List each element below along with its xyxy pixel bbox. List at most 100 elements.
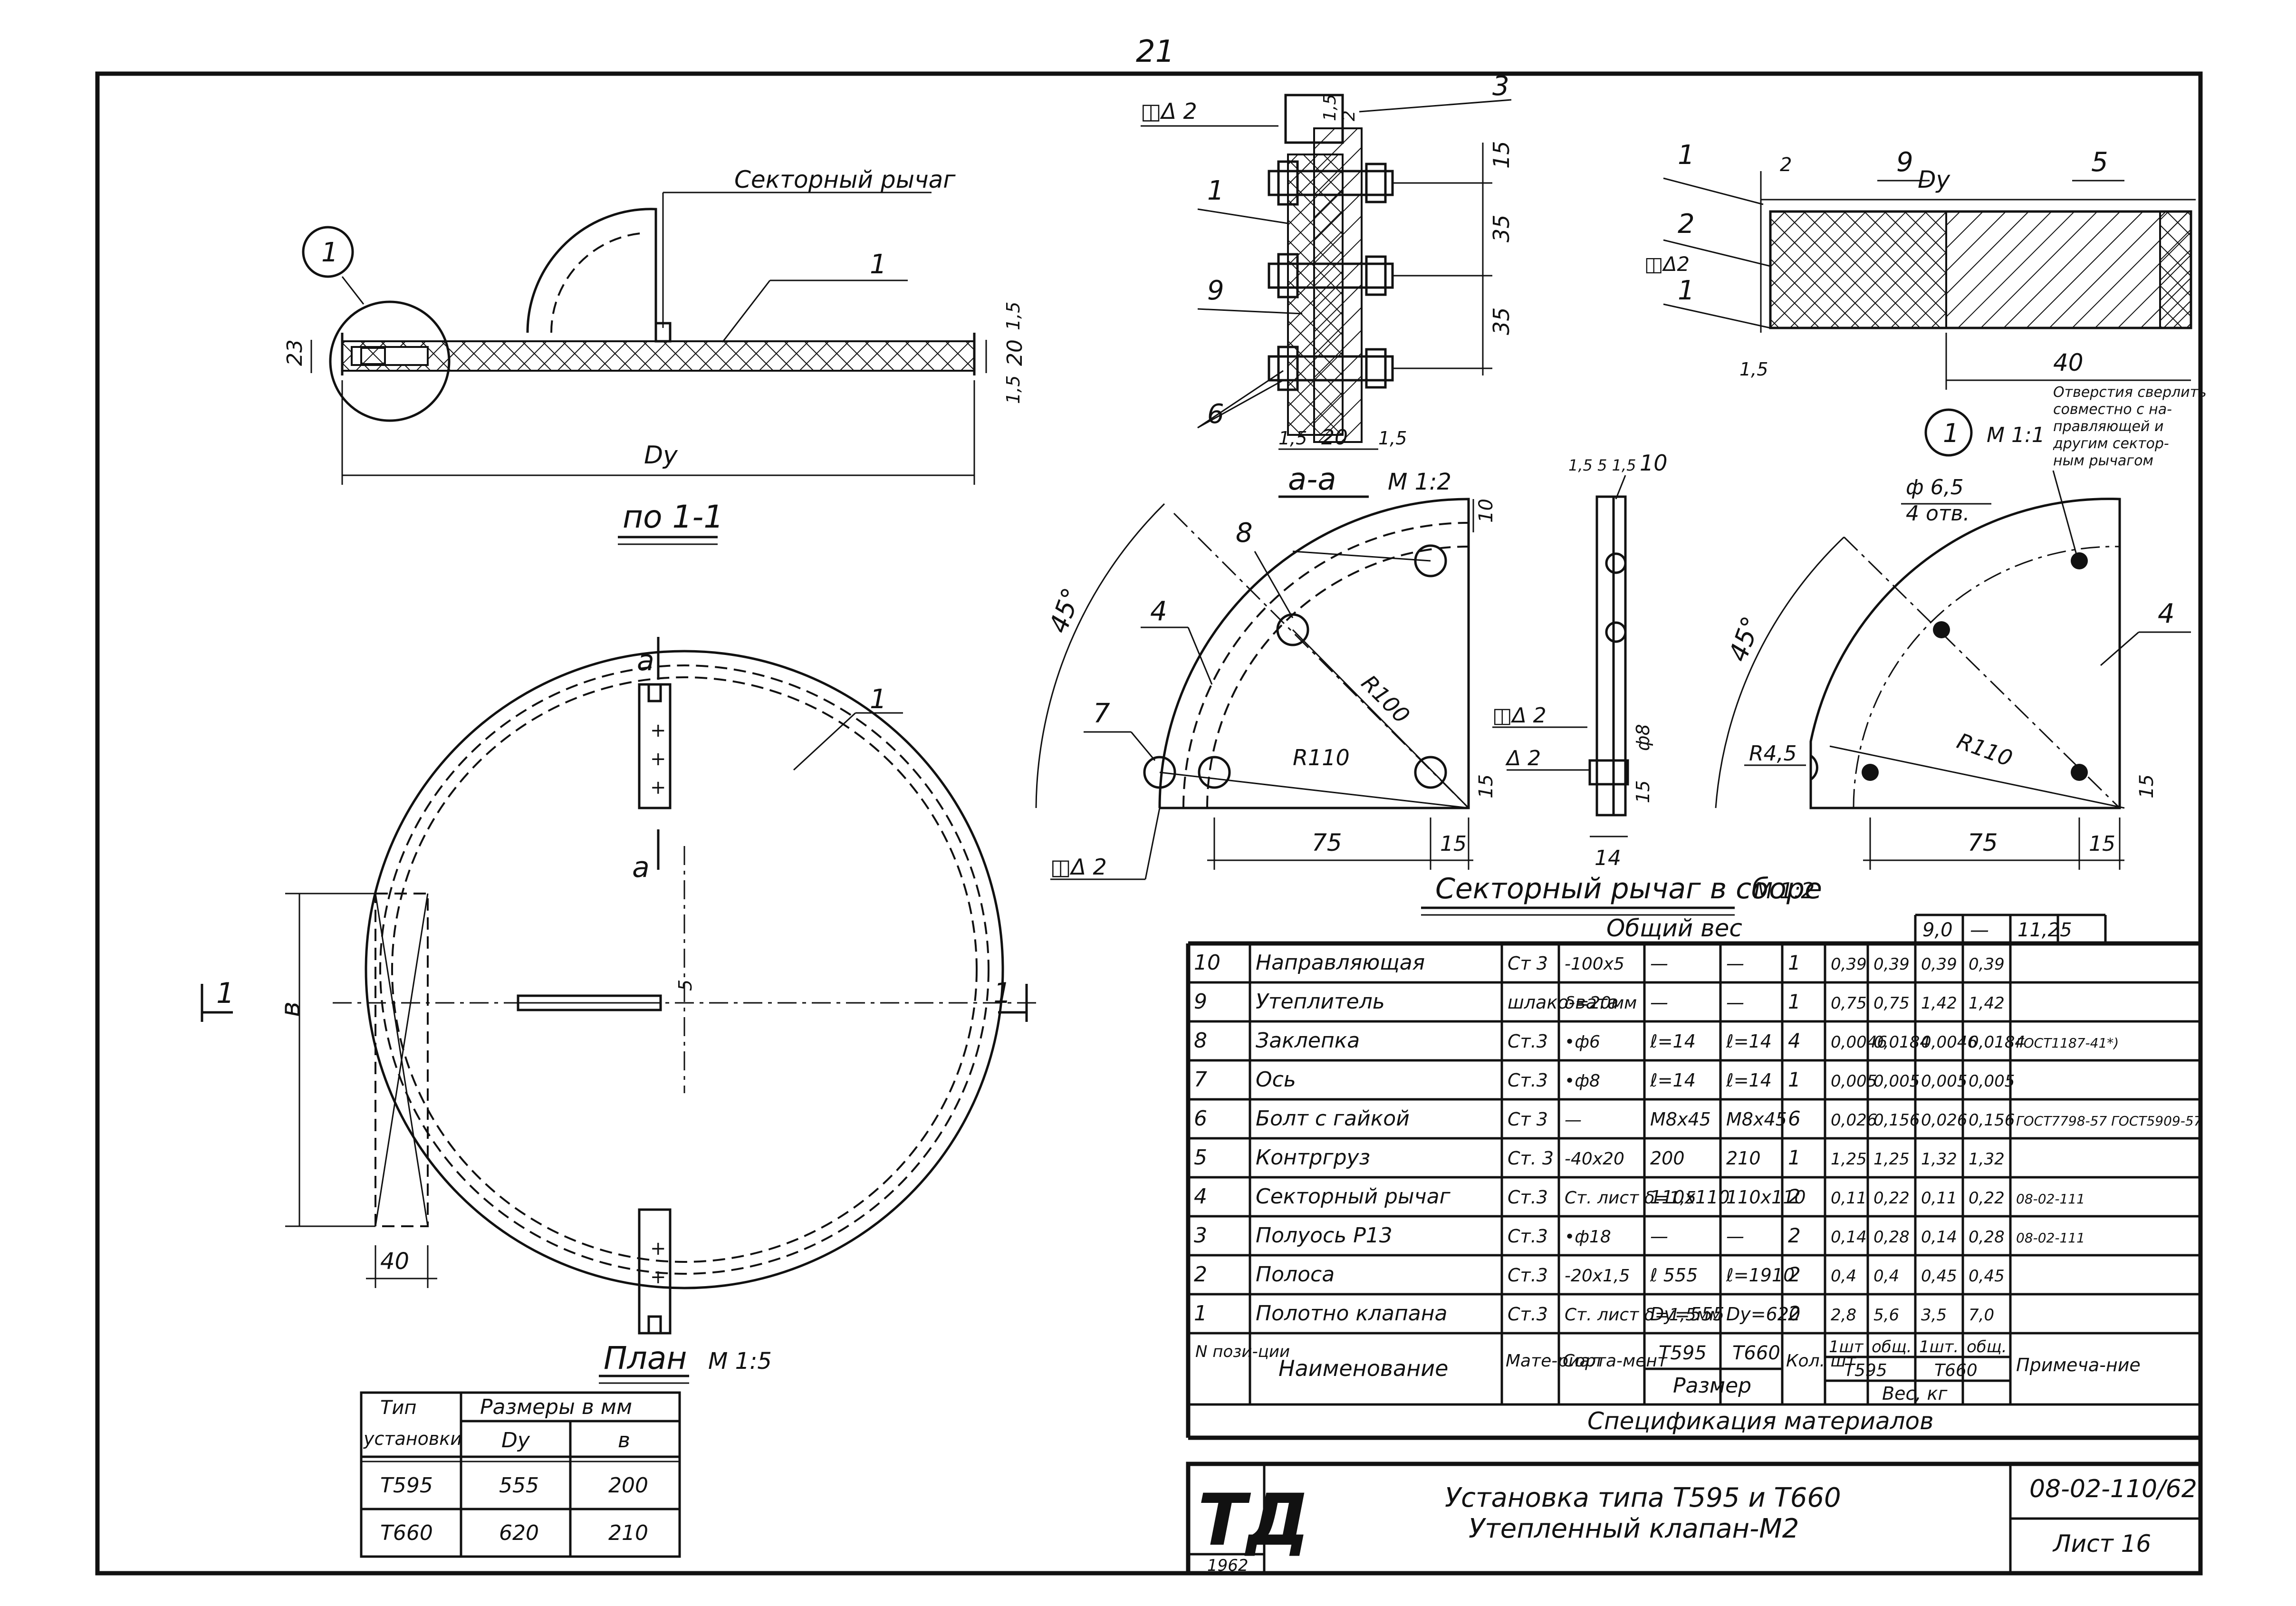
pos-9-aa: 9: [1207, 275, 1224, 306]
lever-angle-45a: 45°: [1043, 584, 1087, 637]
section-aa-scale: М 1:2: [1388, 469, 1451, 495]
spec-row-6-col-4: М8х45: [1650, 1109, 1711, 1130]
dim-1-5c-aa: 1,5: [1378, 428, 1407, 449]
spec-row-3-col-10: 0,28: [1969, 1228, 2005, 1247]
detail-r45: R4,5: [1749, 741, 1797, 766]
spec-row-9-col-8: 0,75: [1873, 994, 1910, 1013]
spec-row-9-col-9: 1,42: [1921, 994, 1957, 1013]
spec-row-4-col-5: 110х110: [1726, 1187, 1806, 1208]
detail-pos-2: 2: [1678, 209, 1695, 240]
sizes-h-type-1: Тип: [380, 1397, 417, 1419]
spec-row-6-col-9: 0,026: [1921, 1111, 1967, 1130]
spec-row-1-col-3: Ст. лист δ=1,5мм: [1565, 1305, 1722, 1325]
spec-row-6-col-1: Болт с гайкой: [1256, 1106, 1410, 1131]
plan-section-a-bottom: а: [632, 851, 650, 884]
detail-1-callout: [1924, 408, 1973, 457]
spec-h-sortament: Сорта-мент: [1563, 1351, 1668, 1371]
lever-assembly-label: Секторный рычаг в сборе: [1435, 872, 1822, 905]
spec-h-t660w: Т660: [1934, 1361, 1978, 1380]
dim-1-5a-text: 1,5: [1003, 302, 1024, 330]
spec-row-9-col-4: —: [1650, 992, 1668, 1013]
spec-row-7-col-7: 0,005: [1831, 1072, 1877, 1091]
spec-row-10-col-6: 1: [1788, 951, 1801, 974]
detail-pos-1b: 1: [1678, 275, 1695, 306]
spec-row-2-col-7: 0,4: [1831, 1267, 1856, 1286]
spec-row-4-col-3: Ст. лист δ=1,5: [1565, 1188, 1696, 1208]
spec-row-1-col-1: Полотно клапана: [1256, 1301, 1447, 1326]
spec-row-7-col-3: •ф8: [1565, 1071, 1600, 1091]
spec-row-9-col-5: —: [1726, 992, 1744, 1013]
hole-phi-text: ф 6,5: [1906, 475, 1964, 500]
title-block: ТД 1962 Установка типа Т595 и Т660 Утепл…: [1186, 1462, 2203, 1576]
rail-dim-top: 1,5 5 1,5: [1568, 456, 1636, 474]
spec-row-6-col-10: 0,156: [1969, 1111, 2015, 1130]
spec-row-2-col-0: 2: [1194, 1262, 1207, 1287]
lever-detail-view: 1 М 1:1 ф 6,5 4 отв. Отверстия сверлить …: [1715, 384, 2207, 870]
spec-row-9-col-7: 0,75: [1831, 994, 1867, 1013]
dim-20-text: 20: [1003, 339, 1027, 366]
spec-row-3-col-8: 0,28: [1873, 1228, 1910, 1247]
section-a-a-view: ◫Δ 2 3 1 9 6 15 35 35 1,5 2 1,5 20 1,5 а…: [1141, 71, 1514, 498]
spec-row-7-col-2: Ст.3: [1508, 1070, 1548, 1091]
spec-row-8-col-0: 8: [1194, 1029, 1207, 1053]
detail-pos-5: 5: [2091, 147, 2108, 178]
spec-row-10-col-0: 10: [1194, 951, 1220, 975]
dim-15-aa: 15: [1489, 141, 1514, 169]
spec-row-5-col-8: 1,25: [1873, 1150, 1910, 1169]
spec-row-5-col-2: Ст. 3: [1508, 1148, 1554, 1169]
spec-h-material: Мате-риал: [1506, 1351, 1601, 1371]
spec-row-9-col-3: δ=20мм: [1565, 993, 1637, 1013]
spec-row-3-col-0: 3: [1194, 1223, 1207, 1248]
spec-row-8-col-4: ℓ=14: [1650, 1031, 1696, 1052]
spec-row-4-col-7: 0,11: [1831, 1189, 1867, 1208]
spec-row-6-col-7: 0,026: [1831, 1111, 1877, 1130]
detail-1-view: Dу 2 1 9 5 2 ◫Δ2 1 1,5 40: [1644, 140, 2196, 390]
sizes-h-du: Dу: [501, 1428, 530, 1452]
spec-h-total-b: общ.: [1967, 1337, 2007, 1356]
spec-row-2-col-9: 0,45: [1921, 1267, 1957, 1286]
plan-section-a-top: а: [637, 644, 654, 677]
total-weight-2: 11,25: [2017, 919, 2072, 941]
sizes-r1-du: 555: [499, 1473, 539, 1498]
spec-row-1-col-4: Dу=555: [1650, 1304, 1724, 1325]
spec-row-10-col-5: —: [1726, 953, 1744, 974]
spec-h-one-b: 1шт.: [1919, 1337, 1959, 1356]
spec-h-pos: N пози-ции: [1195, 1342, 1290, 1361]
spec-row-6-col-0: 6: [1194, 1106, 1207, 1131]
spec-row-7-col-1: Ось: [1256, 1067, 1296, 1092]
spec-row-2-col-8: 0,4: [1873, 1267, 1899, 1286]
lever-label-text: Секторный рычаг: [734, 166, 956, 193]
sizes-h-sizes: Размеры в мм: [480, 1395, 632, 1419]
spec-h-size: Размер: [1673, 1374, 1751, 1398]
spec-row-1-col-8: 5,6: [1873, 1306, 1899, 1325]
lever-r100: R100: [1356, 670, 1415, 729]
sizes-r2-b: 210: [608, 1521, 648, 1545]
detail-dim-15e: 15: [2089, 832, 2115, 856]
spec-row-8-col-9: 0,0046: [1921, 1033, 1978, 1052]
rail-pos-10: 10: [1640, 450, 1668, 476]
plan-section-1-left: 1: [216, 977, 234, 1010]
sizes-r2-type: Т660: [380, 1521, 433, 1545]
spec-row-3-col-9: 0,14: [1921, 1228, 1957, 1247]
plan-dim-b: в: [275, 1001, 306, 1017]
drawing-frame: [95, 71, 2203, 1576]
spec-row-4-col-8: 0,22: [1873, 1189, 1910, 1208]
dim-35a-aa: 35: [1489, 214, 1514, 242]
detail-1-scale-text: М 1:1: [1987, 423, 2045, 447]
detail-1-callout-text: 1: [1943, 418, 1959, 448]
svg-text:+: +: [650, 777, 666, 798]
spec-row-7-col-8: 0,005: [1873, 1072, 1920, 1091]
lever-dim-75a: 75: [1312, 829, 1342, 856]
section-1-1-view: 1 Секторный рычаг 1 23 20 1,5 1,5 Dу по …: [283, 166, 1027, 545]
spec-row-8-col-2: Ст.3: [1508, 1031, 1548, 1052]
sizes-table: Тип установки Размеры в мм Dу в Т595 555…: [360, 1391, 681, 1558]
spec-h-one-a: 1шт: [1829, 1337, 1864, 1356]
sizes-h-b: в: [618, 1428, 630, 1452]
lever-weld-a: ◫Δ 2: [1050, 854, 1107, 880]
sizes-r1-b: 200: [608, 1473, 648, 1498]
plan-view: + + + + + а а 1 1 в 40 5 1: [201, 637, 1036, 1384]
spec-row-9-col-6: 1: [1788, 990, 1801, 1013]
spec-row-10-col-7: 0,39: [1831, 955, 1867, 974]
